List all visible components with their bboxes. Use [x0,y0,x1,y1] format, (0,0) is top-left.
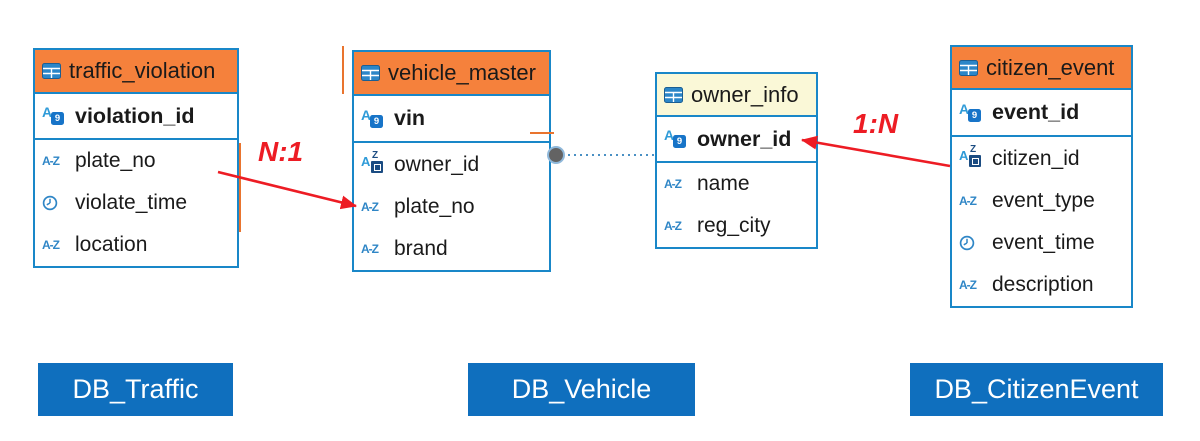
string-type-icon: A-Z [361,200,379,214]
field-name: event_time [992,231,1095,254]
db-label-traffic: DB_Traffic [38,363,233,416]
field-name: owner_id [394,152,480,176]
db-label-vehicle: DB_Vehicle [468,363,695,416]
field-row: event_time [952,222,1131,264]
table-name: citizen_event [986,54,1115,80]
relation-arrow-1n [801,135,951,168]
field-row: A-Z plate_no [354,186,549,228]
field-name: plate_no [394,195,475,218]
table-header: vehicle_master [354,52,549,96]
field-name: event_type [992,189,1095,212]
field-name: plate_no [75,149,156,172]
relation-label-n1: N:1 [258,136,304,167]
field-row: A-Z description [952,264,1131,306]
field-row: violate_time [35,182,237,224]
string-type-icon: A-Z [959,194,977,208]
string-type-icon: A-Z [42,154,60,168]
string-type-icon: A-Z [42,238,60,252]
field-name: name [697,172,750,195]
field-name: reg_city [697,214,771,237]
table-header: owner_info [657,74,816,117]
table-icon [361,65,380,81]
string-type-icon: A-Z [361,242,379,256]
table-name: owner_info [691,81,799,107]
db-label-text: DB_Traffic [72,374,199,404]
table-icon [42,63,61,79]
table-header: citizen_event [952,47,1131,90]
table-icon [959,59,978,76]
field-name: location [75,233,148,256]
field-name: owner_id [697,126,792,151]
field-name: vin [394,106,426,130]
field-row: A-Z location [35,224,237,266]
field-row: A-Z reg_city [657,205,816,247]
datetime-type-icon [959,234,985,252]
table-name: traffic_violation [69,58,216,83]
table-name: vehicle_master [388,60,536,85]
field-name: brand [394,237,448,260]
field-row: A-Z brand [354,228,549,270]
field-name: citizen_id [992,146,1080,170]
table-icon [664,86,683,103]
field-row: A-Z plate_no [35,140,237,182]
datetime-type-icon [42,194,68,212]
db-label-text: DB_CitizenEvent [934,374,1139,404]
string-type-icon: A-Z [959,278,977,292]
field-name: violate_time [75,191,188,214]
table-header: traffic_violation [35,50,237,94]
field-row: A-Z event_type [952,180,1131,222]
string-type-icon: A-Z [664,219,682,233]
field-name: violation_id [75,103,195,128]
db-label-text: DB_Vehicle [511,374,652,404]
field-row: A-Z name [657,163,816,205]
relation-label-1n: 1:N [853,108,899,139]
db-label-citizen-event: DB_CitizenEvent [910,363,1163,416]
string-type-icon: A-Z [664,177,682,191]
field-name: description [992,273,1094,296]
field-name: event_id [992,100,1080,124]
